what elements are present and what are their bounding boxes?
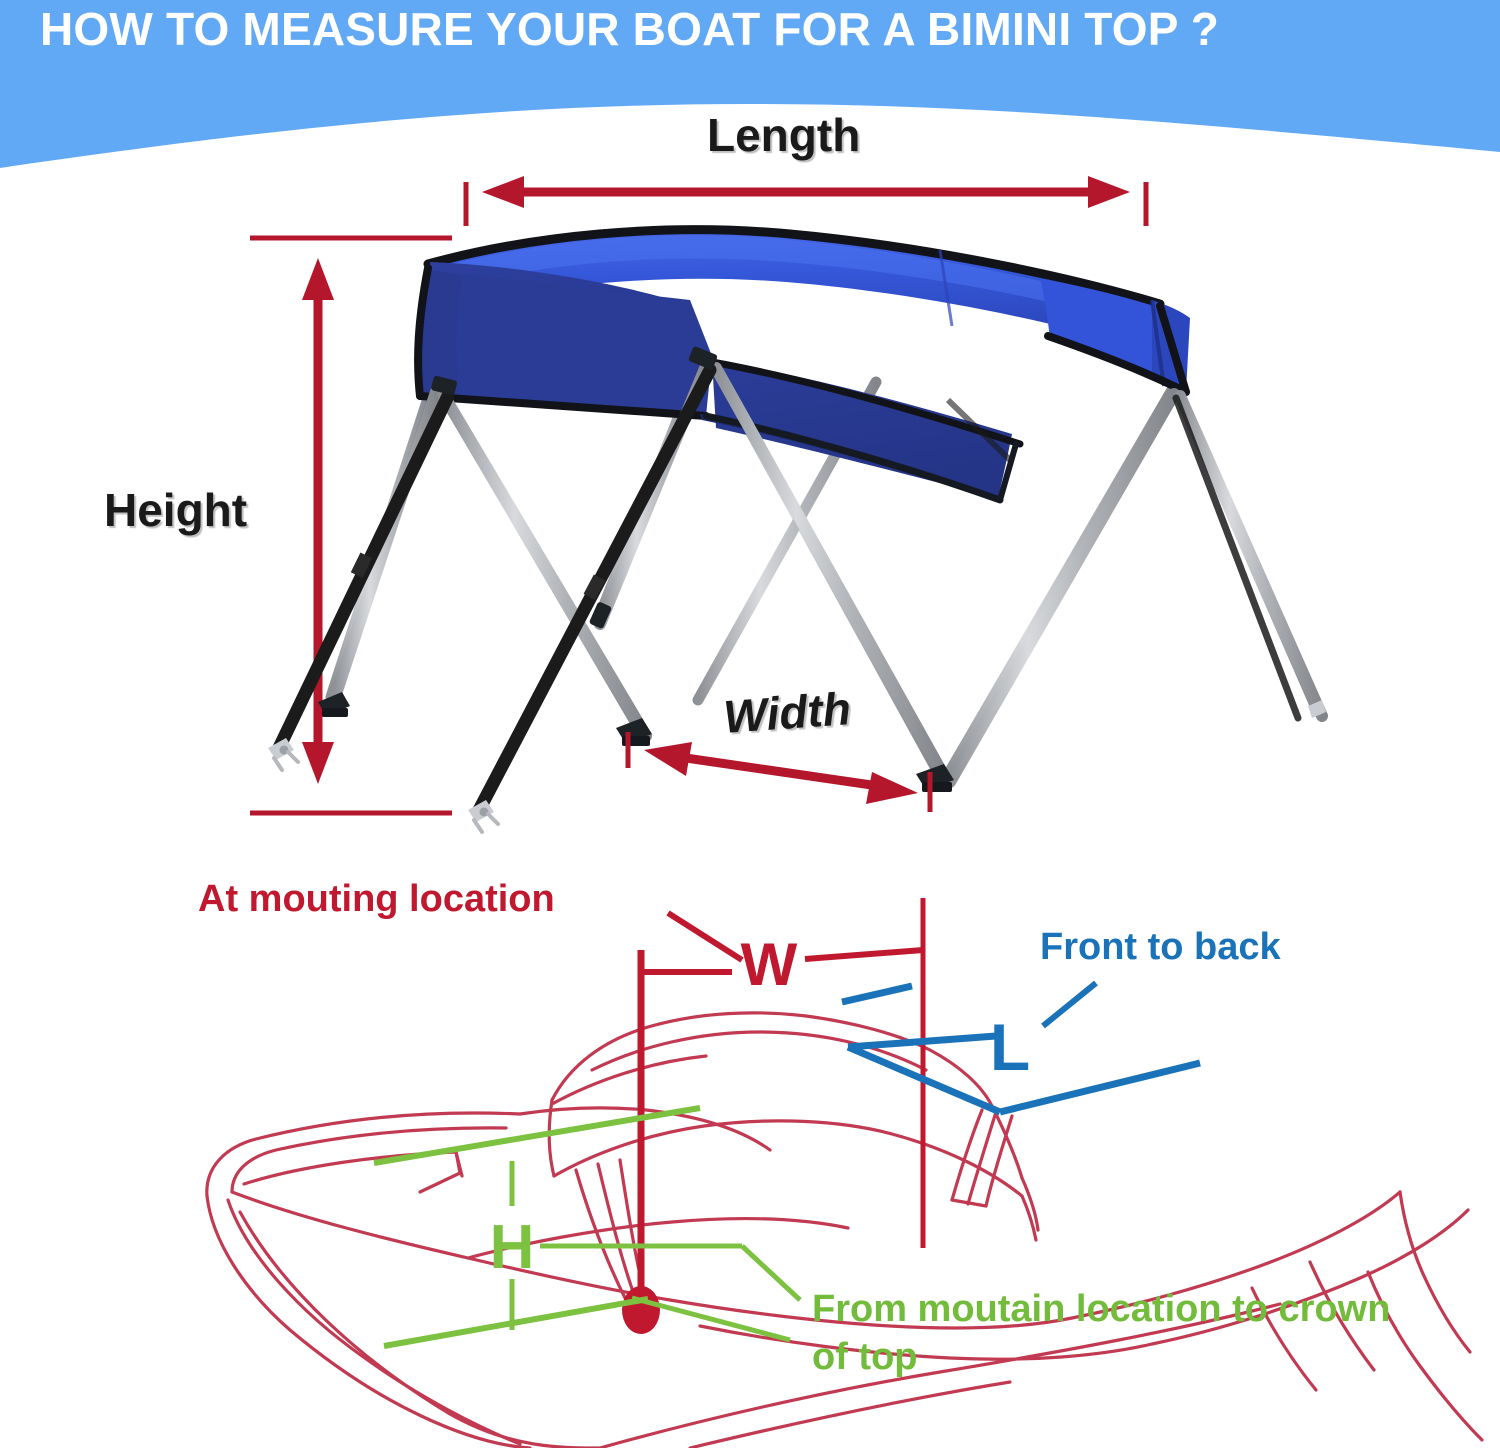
w-dimension-group: W [622,898,926,1334]
width-label: Width [721,682,853,743]
length-dimension-group [463,176,1149,226]
crown-of-top-callout: From moutain location to crown of top [812,1288,1391,1378]
h-dimension-letter: H [490,1213,535,1282]
l-dimension-letter: L [990,1010,1030,1084]
l-dimension-group: L [841,980,1201,1116]
length-label: Length [707,109,861,161]
bimini-top-illustration [268,225,1328,834]
page-title: HOW TO MEASURE YOUR BOAT FOR A BIMINI TO… [40,3,1220,55]
bimini-canopy-fabric [414,225,1190,504]
height-label: Height [104,484,248,536]
boat-outline-drawing [205,1011,1484,1448]
height-dimension-group [250,235,452,816]
w-dimension-letter: W [741,931,798,998]
header-banner [0,0,1500,168]
mounting-clamps [268,346,1326,834]
mounting-location-callout: At mouting location [198,878,555,920]
width-dimension-group [625,732,933,812]
support-straps [271,363,1302,819]
h-dimension-group: H [373,1105,802,1349]
front-to-back-callout: Front to back [1040,926,1281,968]
frame-tubes-front [328,360,1328,788]
